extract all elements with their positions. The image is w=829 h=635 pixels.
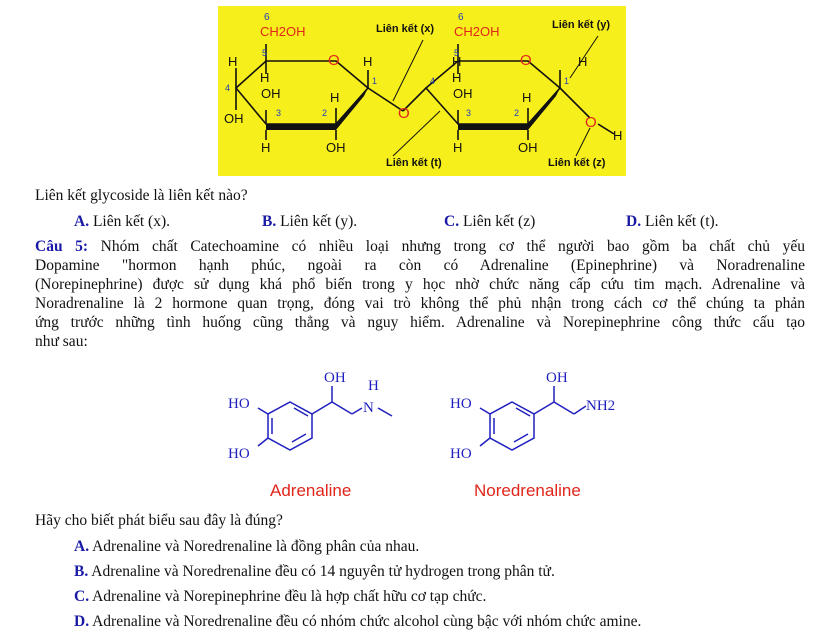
bond-label-y: Liên kết (y)	[552, 19, 610, 31]
option-label: D.	[626, 213, 642, 230]
option-text: Adrenaline và Noredrenaline là đồng phân…	[92, 538, 420, 555]
question5-line-6: như sau:	[35, 333, 88, 350]
q5-option-c[interactable]: C. Adrenaline và Norepinephrine đều là h…	[74, 587, 486, 607]
option-text: Liên kết (y).	[280, 213, 358, 230]
ho-label: HO	[228, 396, 250, 412]
bond-label-z: Liên kết (z)	[548, 157, 606, 169]
ho-label: HO	[450, 446, 472, 462]
carbon-number: 2	[514, 108, 519, 118]
q4-option-a[interactable]: A. Liên kết (x).	[74, 212, 170, 232]
oh-label: OH	[324, 370, 346, 386]
ch2oh-right: CH2OH	[454, 24, 500, 39]
c6-number-right: 6	[458, 12, 464, 23]
option-text: Adrenaline và Norepinephrine đều là hợp …	[92, 588, 487, 605]
question5-line-2: Dopamine "hormon hạnh phúc, ngoài ra còn…	[35, 257, 805, 274]
question5-label: Câu 5:	[35, 238, 89, 255]
h-label: H	[452, 70, 461, 85]
option-text: Adrenaline và Noredrenaline đều có nhóm …	[92, 613, 642, 630]
question5-line-1: Câu 5: Nhóm chất Catechoamine có nhiều l…	[35, 238, 805, 257]
option-text: Liên kết (x).	[92, 213, 170, 230]
option-label: C.	[74, 588, 90, 605]
carbon-number: 3	[466, 108, 471, 118]
c6-number-left: 6	[264, 12, 270, 23]
question5-line-3: (Norepinephrine) được sử dụng khá phổ bi…	[35, 276, 805, 293]
option-label: A.	[74, 538, 90, 555]
question5-prompt: Hãy cho biết phát biểu sau đây là đúng?	[35, 512, 283, 529]
n-label: N	[363, 400, 374, 416]
h-label: H	[613, 128, 622, 143]
carbon-number: 2	[322, 108, 327, 118]
carbon-number: 3	[276, 108, 281, 118]
q5-option-d[interactable]: D. Adrenaline và Noredrenaline đều có nh…	[74, 612, 641, 632]
ho-label: HO	[228, 446, 250, 462]
oh-label: OH	[453, 86, 473, 101]
oh-label: OH	[518, 140, 538, 155]
option-text: Liên kết (t).	[644, 213, 719, 230]
option-label: A.	[74, 213, 90, 230]
carbon-number: 1	[564, 76, 569, 86]
h-label: H	[330, 90, 339, 105]
option-label: B.	[74, 563, 89, 580]
q5-option-a[interactable]: A. Adrenaline và Noredrenaline là đồng p…	[74, 537, 419, 557]
h-label: H	[228, 54, 237, 69]
nh2-label: NH2	[586, 398, 615, 414]
carbon-number: 1	[372, 76, 377, 86]
q4-option-c[interactable]: C. Liên kết (z)	[444, 212, 535, 232]
option-text: Adrenaline và Noredrenaline đều có 14 ng…	[91, 563, 555, 580]
h-label: H	[368, 378, 379, 394]
bond-label-x: Liên kết (x)	[376, 23, 434, 35]
h-label: H	[522, 90, 531, 105]
q4-option-d[interactable]: D. Liên kết (t).	[626, 212, 719, 232]
hydroxyl-oxygen: O	[585, 114, 597, 131]
q4-option-b[interactable]: B. Liên kết (y).	[262, 212, 357, 232]
oh-label: OH	[546, 370, 568, 386]
carbon-number: 4	[430, 76, 435, 86]
question5-text: Nhóm chất Catechoamine có nhiều loại như…	[88, 238, 805, 255]
oh-label: OH	[224, 111, 244, 126]
amines-figure: OH H N HO HO OH HO HO NH2 Adrenaline Nor…	[220, 362, 630, 504]
ring-oxygen-right: O	[520, 52, 532, 69]
ring-oxygen-left: O	[328, 52, 340, 69]
oh-label: OH	[326, 140, 346, 155]
adrenaline-name: Adrenaline	[270, 481, 351, 500]
question5-line-5: ứng trước những tình huống cũng thẳng và…	[35, 314, 805, 331]
h-label: H	[578, 54, 587, 69]
h-label: H	[363, 54, 372, 69]
ch2oh-left: CH2OH	[260, 24, 306, 39]
option-label: C.	[444, 213, 460, 230]
question5-line-4: Noradrenaline là 2 hormone quan trọng, đ…	[35, 295, 805, 312]
h-label: H	[260, 70, 269, 85]
option-text: Liên kết (z)	[462, 213, 536, 230]
carbon-number: 5	[454, 48, 459, 58]
bond-label-t: Liên kết (t)	[386, 157, 442, 169]
disaccharide-figure: O O O O 6 CH2OH 6 CH2OH Liên kết (x) Liê…	[218, 6, 626, 176]
h-label: H	[453, 140, 462, 155]
ho-label: HO	[450, 396, 472, 412]
question4-prompt: Liên kết glycoside là liên kết nào?	[35, 187, 248, 204]
noradrenaline-name: Noredrenaline	[474, 481, 581, 500]
h-label: H	[261, 140, 270, 155]
glycosidic-oxygen: O	[398, 105, 410, 122]
carbon-number: 4	[225, 83, 230, 93]
carbon-number: 5	[262, 48, 267, 58]
h-label: H	[452, 54, 461, 69]
oh-label: OH	[261, 86, 281, 101]
option-label: D.	[74, 613, 90, 630]
option-label: B.	[262, 213, 277, 230]
q5-option-b[interactable]: B. Adrenaline và Noredrenaline đều có 14…	[74, 562, 555, 582]
